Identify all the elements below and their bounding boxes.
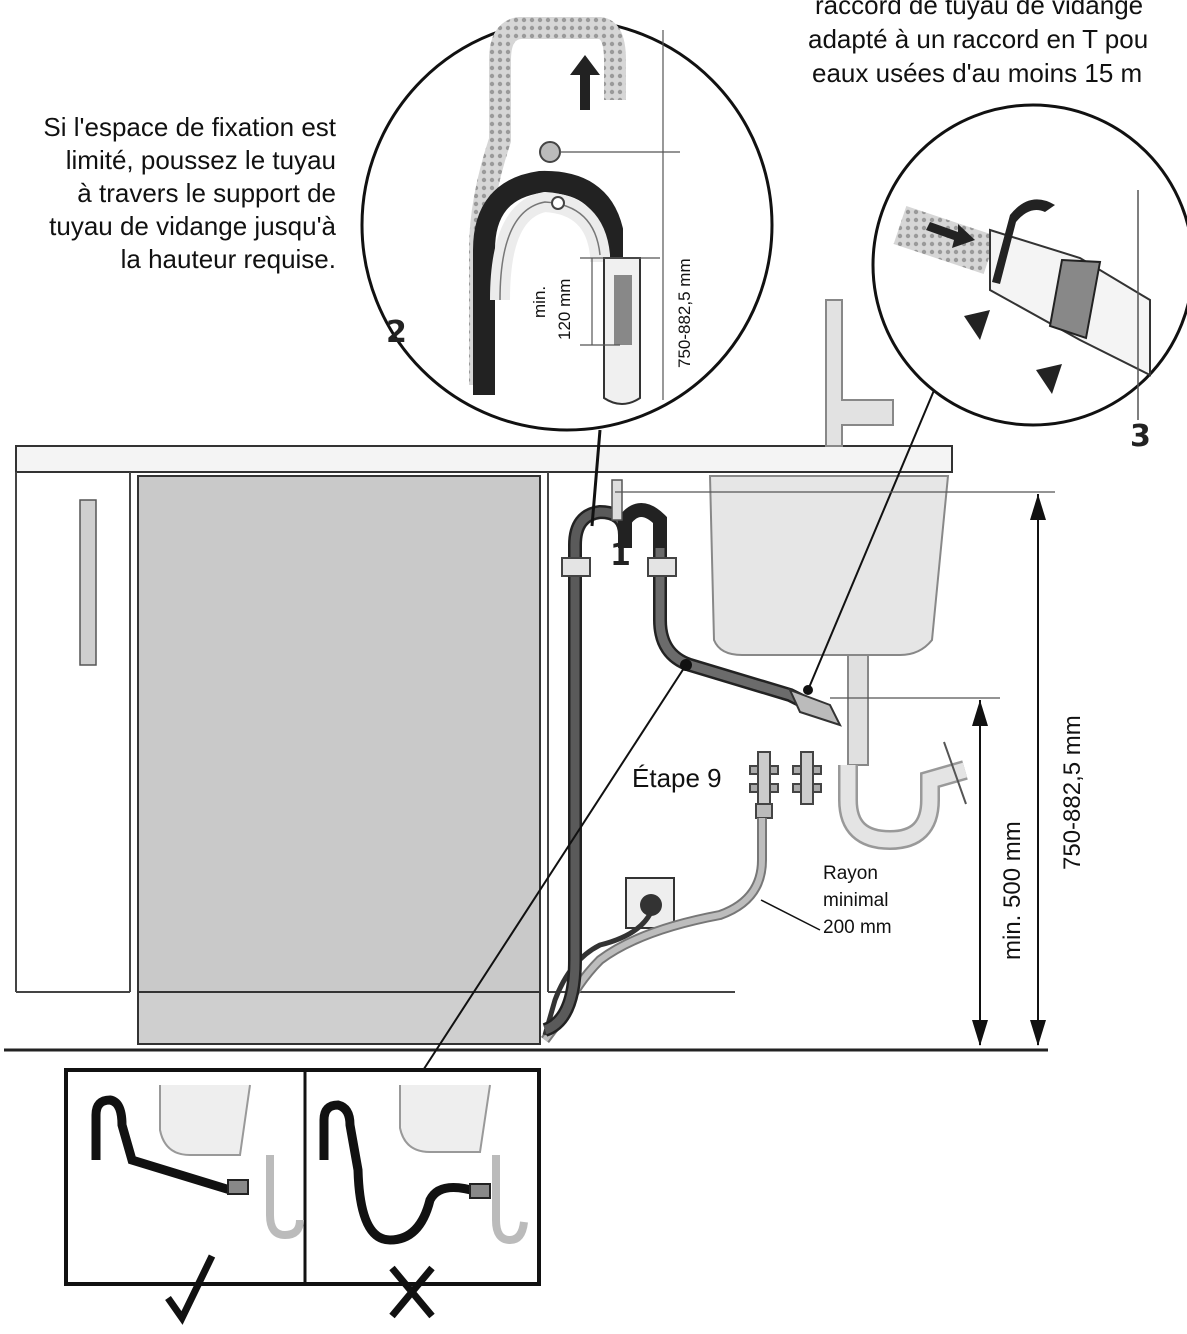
radius-note-line-1: Rayon (823, 863, 878, 884)
power-socket (625, 877, 675, 929)
detail-2-number: 2 (386, 315, 407, 350)
top-note: raccord de tuyau de vidange adapté à un … (808, 0, 1148, 88)
sink-drain-pipe (847, 654, 869, 766)
step-1-label: 1 (610, 538, 631, 573)
dishwasher-door (137, 475, 541, 993)
sink-assembly (708, 299, 968, 851)
left-note-line-2: limité, poussez le tuyau (66, 145, 336, 175)
faucet (825, 299, 894, 447)
sink-basin (708, 475, 950, 656)
detail-3-pointer-2-icon (1036, 364, 1062, 394)
detail-2-min-label: min. (530, 286, 549, 318)
left-note-line-3: à travers le support de (77, 178, 336, 208)
detail-3-hose-clamp (1048, 258, 1102, 340)
leader-detail-2 (590, 429, 602, 527)
leader-radius (760, 899, 821, 931)
detail-3: 3 (871, 103, 1187, 454)
radius-note: Rayon minimal 200 mm (823, 863, 892, 938)
kitchen-furniture (4, 445, 1048, 1052)
dimension-total-height-label: 750-882,5 mm (1059, 715, 1086, 870)
check-mark-icon (165, 1254, 216, 1325)
detail-3-pointer-1-icon (964, 310, 990, 340)
water-tap-valves (749, 751, 822, 819)
leader-detail-3 (807, 387, 936, 691)
top-note-line-2: adapté à un raccord en T pou (808, 24, 1148, 54)
detail-2-min-value: 120 mm (555, 279, 574, 340)
dimension-min-500: min. 500 mm (830, 697, 1026, 1046)
hose-clip-right (647, 557, 677, 577)
detail-3-hose (893, 206, 997, 274)
detail-2: min. 120 mm 750-882,5 mm 2 (360, 17, 774, 432)
leader-inset (419, 664, 687, 1076)
hose-clip-left (561, 557, 591, 577)
cabinet-handle (79, 499, 97, 666)
inset-wrong-panel (319, 1084, 528, 1319)
top-note-line-1: raccord de tuyau de vidange (815, 0, 1143, 20)
left-note-line-5: la hauteur requise. (121, 244, 336, 274)
top-note-line-3: eaux usées d'au moins 15 m (812, 58, 1142, 88)
left-note: Si l'espace de fixation est limité, pous… (43, 112, 336, 274)
radius-note-line-3: 200 mm (823, 917, 892, 938)
radius-note-line-2: minimal (823, 890, 888, 911)
countertop (15, 445, 953, 473)
step-9-label: Étape 9 (632, 763, 722, 793)
detail-3-cable-tie (992, 199, 1055, 284)
dishwasher-plinth (137, 991, 541, 1045)
inset-correct-panel (91, 1084, 304, 1325)
dimension-total-height: 750-882,5 mm (615, 491, 1086, 1046)
valve-left (749, 751, 779, 819)
hose-hanger-screw (611, 479, 623, 521)
hose-routing-inset (64, 1068, 541, 1325)
dimension-min-500-label: min. 500 mm (999, 821, 1026, 960)
detail-3-push-arrow-icon (926, 222, 975, 248)
detail-2-screw (539, 141, 561, 163)
dishwasher (137, 475, 541, 1045)
detail-2-height-label: 750-882,5 mm (675, 258, 694, 368)
drain-connector (788, 688, 842, 727)
power-cable (542, 910, 654, 1036)
inset-wrong-hose (319, 1100, 480, 1245)
cross-icon (389, 1265, 435, 1319)
detail-2-up-arrow-icon (570, 55, 600, 110)
inset-correct-hose (91, 1095, 232, 1195)
left-note-line-1: Si l'espace de fixation est (43, 112, 336, 142)
valve-right (792, 751, 822, 805)
drain-hose (542, 479, 842, 1037)
detail-2-circle (360, 18, 774, 432)
detail-2-hose-end (614, 275, 632, 345)
detail-3-number: 3 (1130, 419, 1151, 454)
left-note-line-4: tuyau de vidange jusqu'à (49, 211, 336, 241)
detail-2-drain-hose (473, 170, 623, 395)
